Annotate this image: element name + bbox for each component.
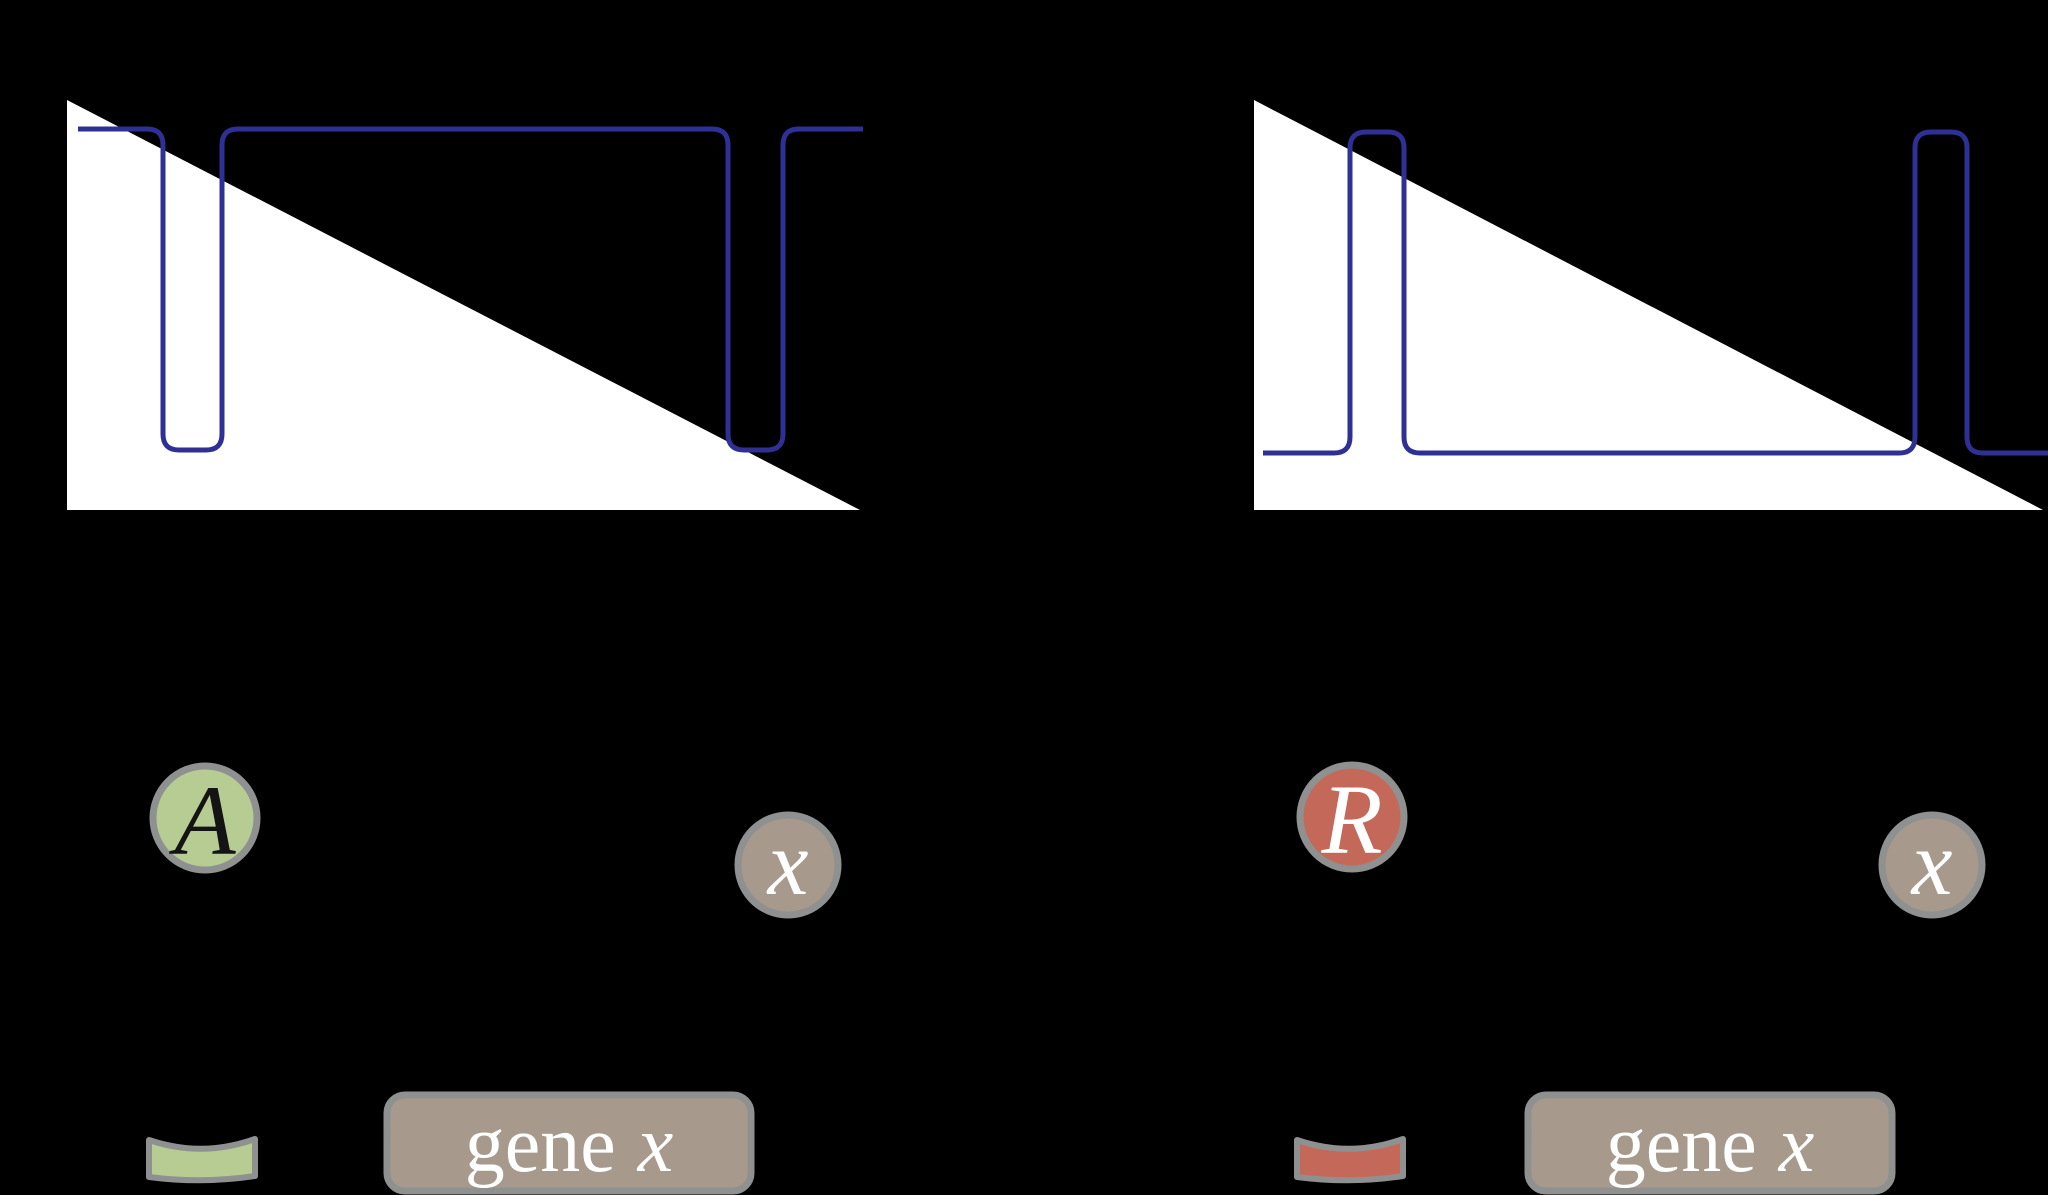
- product-x-badge-left: x: [734, 811, 842, 919]
- activator-circle-icon: [149, 762, 261, 874]
- repressor-demand-wedge: [1254, 100, 2043, 510]
- gene-box-shape: [1524, 1091, 1896, 1195]
- gene-box-shape: [383, 1091, 755, 1195]
- product-x-circle-icon: [1878, 811, 1986, 919]
- activator-binding-site-icon: [146, 1136, 258, 1184]
- repressor-circle-icon: [1296, 761, 1408, 873]
- gene-word: gene: [465, 1101, 616, 1189]
- product-x-badge-right: x: [1878, 811, 1986, 919]
- activator-demand-wedge: [67, 100, 860, 510]
- repressor-label: R: [1320, 764, 1382, 875]
- binding-site-ribbon-shape: [1294, 1136, 1406, 1184]
- product-x-label-right: x: [1910, 812, 1953, 914]
- product-x-circle-icon: [734, 811, 842, 919]
- binding-site-ribbon-shape: [146, 1136, 258, 1184]
- repressor-input-panel: [1254, 100, 2048, 510]
- gene-word: gene: [1606, 1101, 1757, 1189]
- product-x-label-left: x: [766, 812, 809, 914]
- repressor-binding-site-icon: [1294, 1136, 1406, 1184]
- activator-label: A: [168, 765, 236, 876]
- gene-symbol: x: [1778, 1101, 1815, 1189]
- gene-symbol: x: [637, 1101, 674, 1189]
- activator-input-panel: [67, 100, 863, 510]
- activator-signal-trace: [78, 126, 863, 453]
- activator-badge: A: [149, 762, 261, 876]
- repressor-badge: R: [1296, 761, 1408, 875]
- repressor-signal-trace: [1263, 129, 2048, 456]
